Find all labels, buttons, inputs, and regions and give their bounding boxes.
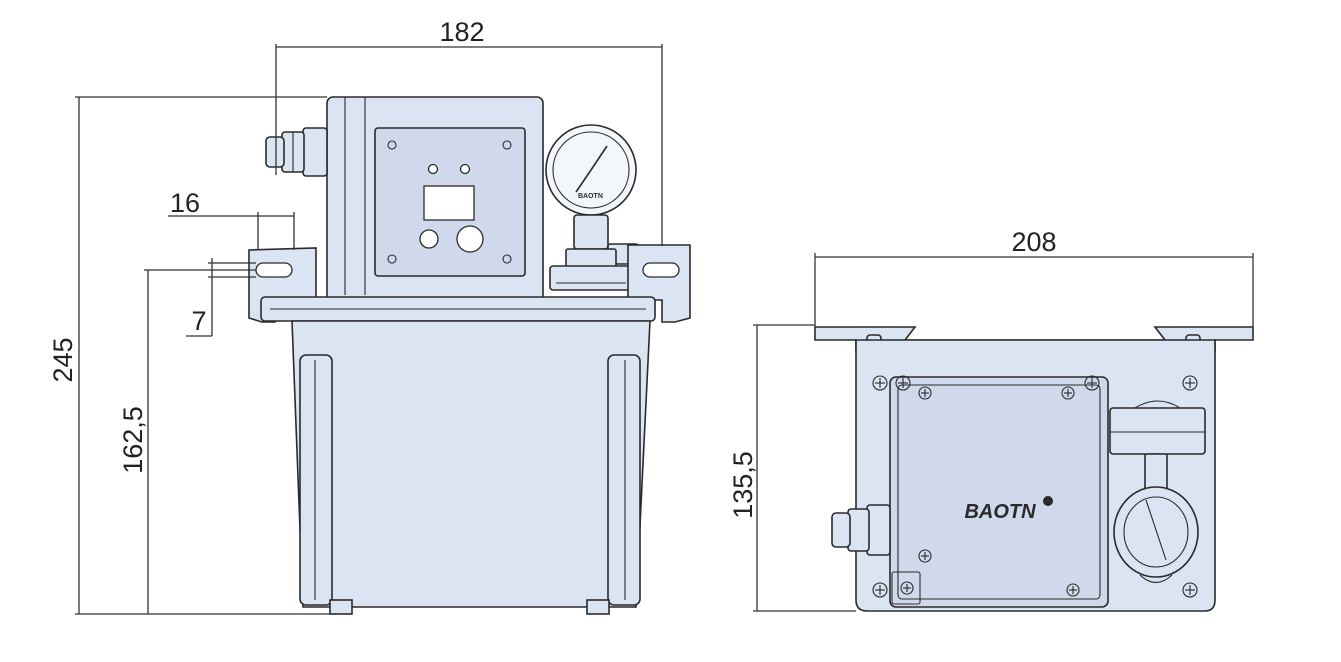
small-button: [419, 229, 439, 249]
sight-window: [1113, 453, 1199, 584]
brand-logo: BAOTN: [964, 501, 1036, 523]
front-dimensions: 182 16 7 245 162,5: [48, 17, 663, 615]
display-screen: [423, 185, 475, 221]
cable-gland: [265, 127, 328, 177]
dimension-slot-height: 7: [191, 306, 206, 336]
dimension-mount-height: 162,5: [118, 406, 148, 474]
mount-slot-left: [255, 262, 293, 278]
svg-text:BAOTN: BAOTN: [578, 193, 603, 200]
control-panel: [374, 127, 526, 277]
dimension-front-width: 182: [439, 17, 484, 47]
reservoir-tank: [291, 320, 651, 608]
mount-slot-right: [642, 262, 680, 278]
pressure-gauge: BAOTN: [545, 124, 639, 291]
dimension-slot-spacing: 16: [170, 188, 200, 218]
indicator-led: [459, 163, 471, 175]
dimension-side-height: 135,5: [728, 451, 758, 519]
dimension-total-height: 245: [48, 337, 78, 382]
filler-cap: [1109, 400, 1206, 455]
front-view: BAOTN: [248, 96, 691, 615]
large-button: [456, 225, 484, 253]
dimension-side-width: 208: [1011, 227, 1056, 257]
side-dimensions: 208 135,5: [728, 227, 1254, 612]
side-cover-panel: [889, 376, 1109, 608]
side-cable-gland: [831, 504, 891, 556]
side-view: BAOTN: [814, 326, 1254, 612]
indicator-led: [427, 163, 439, 175]
indicator-dot: [1043, 496, 1053, 506]
